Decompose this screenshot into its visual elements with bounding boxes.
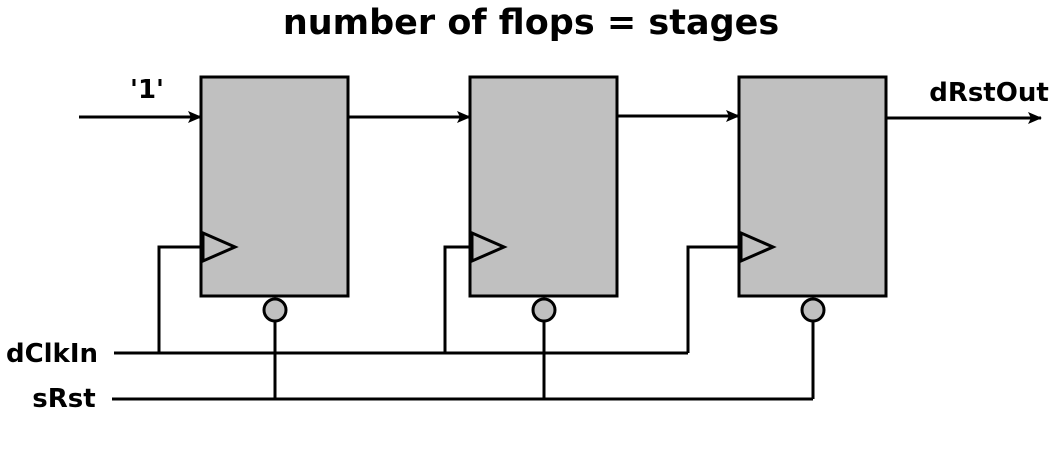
clock-triangle-icon (470, 230, 508, 264)
flop-stage-1 (199, 75, 350, 323)
flop-body (468, 75, 619, 298)
diagram-title: number of flops = stages (283, 3, 779, 43)
clock-tap-stage-1 (157, 245, 203, 353)
reset-bubble-icon (262, 297, 288, 323)
flop-stage-2 (468, 75, 619, 323)
input-constant-label: '1' (130, 75, 164, 105)
reset-bubble-icon (531, 297, 557, 323)
clock-triangle-icon (201, 230, 239, 264)
clock-triangle-icon (739, 230, 777, 264)
output-label: dRstOut (929, 78, 1049, 108)
clock-label: dClkIn (6, 339, 98, 369)
clock-tap-stage-3 (686, 245, 741, 353)
reset-bubble-icon (800, 297, 826, 323)
flop-body (199, 75, 350, 298)
flop-stage-3 (737, 75, 888, 323)
flop-body (737, 75, 888, 298)
clock-tap-stage-2 (443, 245, 472, 353)
reset-label: sRst (32, 384, 95, 414)
